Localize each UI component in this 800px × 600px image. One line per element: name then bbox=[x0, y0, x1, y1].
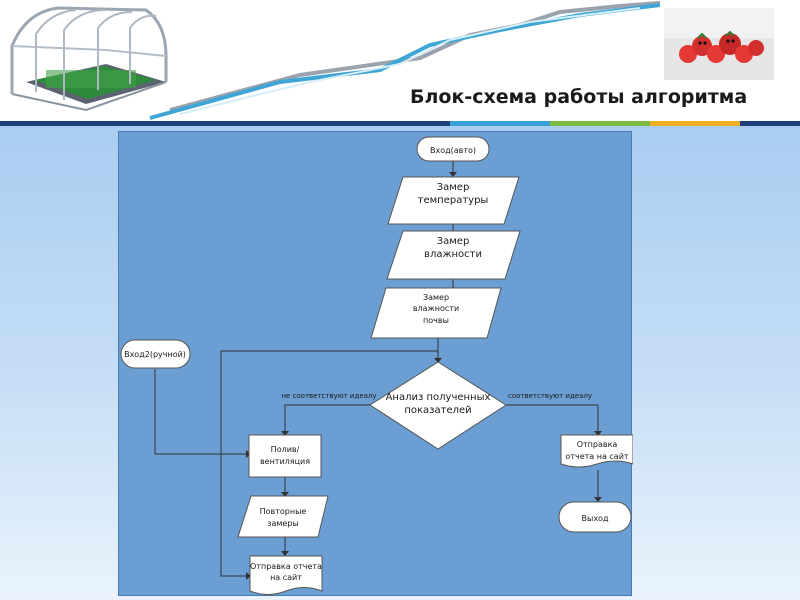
measure-humidity-line1: Замер bbox=[437, 236, 470, 247]
water-ventilation-block: Полив/ вентиляция bbox=[248, 434, 322, 478]
remeasure-block: Повторные замеры bbox=[237, 495, 329, 538]
tomatoes-photo bbox=[664, 8, 774, 80]
arrowheads bbox=[246, 172, 602, 580]
connectors bbox=[154, 161, 599, 577]
report-right-line1: Отправка bbox=[577, 440, 618, 449]
measure-temperature-block: Замер температуры bbox=[387, 176, 520, 225]
report-left-line2: на сайт bbox=[270, 573, 302, 582]
start-auto-label: Вход(авто) bbox=[430, 146, 476, 155]
water-ventilation-line2: вентиляция bbox=[260, 457, 310, 466]
measure-soil-line2: влажности bbox=[413, 304, 459, 313]
decision-line2: показателей bbox=[404, 405, 471, 416]
title-divider bbox=[0, 121, 800, 126]
measure-temperature-line2: температуры bbox=[418, 195, 489, 206]
greenhouse-illustration bbox=[10, 6, 168, 112]
header-decor bbox=[149, 1, 661, 120]
start-auto-terminator: Вход(авто) bbox=[416, 136, 490, 162]
measure-soil-line1: Замер bbox=[423, 293, 449, 302]
measure-humidity-line2: влажности bbox=[424, 249, 482, 260]
exit-terminator: Выход bbox=[558, 501, 632, 533]
slide-title: Блок-схема работы алгоритма bbox=[410, 86, 748, 108]
slide-header: Блок-схема работы алгоритма bbox=[0, 0, 800, 122]
start-manual-label: Вход2(ручной) bbox=[124, 350, 186, 359]
analysis-decision: Анализ полученных показателей bbox=[369, 361, 507, 450]
branch-ideal-label: соответствуют идеалу bbox=[508, 392, 592, 400]
decision-line1: Анализ полученных bbox=[386, 392, 491, 403]
report-right-line2: отчета на сайт bbox=[565, 452, 628, 461]
report-right-document: Отправка отчета на сайт bbox=[560, 434, 633, 468]
flowchart: Вход(авто) Замер температуры Замер влажн… bbox=[120, 136, 633, 595]
start-manual-terminator: Вход2(ручной) bbox=[120, 339, 191, 369]
remeasure-line2: замеры bbox=[267, 519, 299, 528]
flowchart-panel: Вход(авто) Замер температуры Замер влажн… bbox=[118, 131, 633, 596]
measure-humidity-block: Замер влажности bbox=[386, 230, 521, 280]
measure-soil-block: Замер влажности почвы bbox=[370, 287, 502, 339]
measure-soil-line3: почвы bbox=[423, 316, 449, 325]
report-left-document: Отправка отчета на сайт bbox=[249, 555, 323, 595]
report-left-line1: Отправка отчета bbox=[250, 562, 322, 571]
measure-temperature-line1: Замер bbox=[437, 182, 470, 193]
remeasure-line1: Повторные bbox=[260, 507, 307, 516]
branch-not-ideal-label: не соответствуют идеалу bbox=[281, 392, 376, 400]
water-ventilation-line1: Полив/ bbox=[271, 445, 300, 454]
exit-label: Выход bbox=[582, 514, 609, 523]
